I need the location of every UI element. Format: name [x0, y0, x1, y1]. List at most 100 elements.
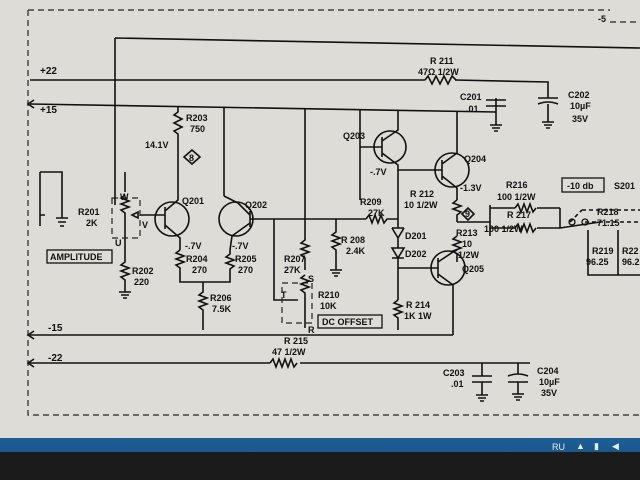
r217-resistor [514, 221, 537, 235]
r207-label: R207 [284, 254, 306, 264]
r212-value: 10 1/2W [404, 200, 438, 210]
r201-value: 2K [86, 218, 98, 228]
c204-voltage: 35V [541, 388, 557, 398]
r205-label: R205 [235, 254, 257, 264]
r217-label: R 217 [507, 210, 531, 220]
c203-value: .01 [451, 379, 464, 389]
r203-resistor [172, 107, 184, 196]
r208-label: R 208 [341, 235, 365, 245]
corner-label: -5 [598, 14, 606, 24]
r211-label: R 211 [430, 56, 454, 66]
r202-resistor [118, 240, 132, 299]
s201-label: S201 [614, 181, 635, 191]
r213-wattage: 1/2W [458, 250, 480, 260]
r217-value: 100 1/2W [484, 224, 523, 234]
r204-label: R204 [186, 254, 208, 264]
r220-value: 96.2 [622, 257, 640, 267]
monitor-bezel [0, 452, 640, 480]
volume-icon[interactable]: ◀ [612, 441, 619, 451]
r204-value: 270 [192, 265, 207, 275]
c202-voltage: 35V [572, 114, 588, 124]
r207-value: 27K [284, 265, 301, 275]
attenuator-label: -10 db [567, 181, 594, 191]
r211-resistor [424, 74, 457, 86]
c201-capacitor [486, 98, 506, 132]
dc-offset-box [317, 314, 383, 329]
rail-p22-label: +22 [40, 66, 57, 77]
r212-label: R 212 [410, 189, 434, 199]
monitor-screen: -5 +22 R 211 47Ω 1/2W +15 C201 .01 C202 … [0, 0, 640, 438]
c204-capacitor [507, 363, 529, 401]
r209-resistor [365, 212, 398, 226]
r216-label: R216 [506, 180, 528, 190]
q202-label: Q202 [245, 200, 267, 210]
dc-offset-label: DC OFFSET [322, 317, 374, 327]
c203-capacitor [472, 363, 492, 402]
tray-up-icon[interactable]: ▲ [576, 441, 585, 451]
r203-value: 750 [190, 124, 205, 134]
r210-value: 10K [320, 301, 337, 311]
voltage-13: -1.3V [460, 183, 482, 193]
test-point-9 [460, 206, 476, 222]
amplitude-label: AMPLITUDE [50, 252, 103, 262]
rail-m15-label: -15 [48, 323, 63, 334]
q205-label: Q205 [462, 264, 484, 274]
rail-p15-label: +15 [40, 105, 57, 116]
r204-r205-resistors [173, 249, 237, 283]
pin-w-label: W [120, 192, 129, 202]
test-point-8 [182, 148, 202, 166]
q201-label: Q201 [182, 196, 204, 206]
r210-potentiometer [290, 274, 312, 328]
r210-label: R210 [318, 290, 340, 300]
c203-label: C203 [443, 368, 465, 378]
r214-resistor [391, 299, 405, 330]
r212-resistor [450, 199, 464, 222]
language-indicator[interactable]: RU [552, 442, 565, 452]
r218-value: 71.15 [597, 218, 620, 228]
q204-label: Q204 [464, 154, 486, 164]
d201-label: D201 [405, 231, 427, 241]
voltage-q203: -.7V [370, 167, 387, 177]
q201-transistor [154, 201, 190, 237]
r213-value: 10 [462, 239, 472, 249]
c202-value: 10µF [570, 101, 591, 111]
r203-label: R203 [186, 113, 208, 123]
c204-label: C204 [537, 366, 559, 376]
r211-value: 47Ω 1/2W [418, 67, 459, 77]
voltage-141: 14.1V [145, 140, 169, 150]
q203-label: Q203 [343, 131, 365, 141]
amplitude-box [46, 249, 113, 264]
voltage-q201: -.7V [185, 241, 202, 251]
r205-value: 270 [238, 265, 253, 275]
r206-resistor [196, 282, 210, 330]
r218-label: R218 [597, 207, 619, 217]
rail-m22-label: -22 [48, 353, 63, 364]
r202-value: 220 [134, 277, 149, 287]
test-point-8-label: 8 [189, 153, 194, 163]
r202-label: R202 [132, 266, 154, 276]
c202-capacitor [537, 95, 559, 129]
c204-value: 10µF [539, 377, 560, 387]
pin-u-label: U [115, 238, 122, 248]
c201-value: .01 [466, 104, 479, 114]
network-icon[interactable]: ▮ [594, 441, 599, 451]
r220-label: R22 [622, 246, 639, 256]
test-point-9-label: 9 [465, 209, 470, 219]
r216-value: 100 1/2W [497, 192, 536, 202]
d202-label: D202 [405, 249, 427, 259]
pin-s-label: S [308, 274, 314, 284]
r207-resistor [273, 215, 312, 301]
c201-label: C201 [460, 92, 482, 102]
r215-resistor [269, 356, 298, 370]
schematic-diagram: -5 +22 R 211 47Ω 1/2W +15 C201 .01 C202 … [26, 9, 640, 416]
module-boundary [27, 9, 640, 416]
r213-label: R213 [456, 228, 478, 238]
r201-box [111, 197, 141, 239]
r201-label: R201 [78, 207, 100, 217]
r206-value: 7.5K [212, 304, 232, 314]
r210-box [281, 282, 313, 324]
r216-resistor [514, 201, 537, 215]
r206-label: R206 [210, 293, 232, 303]
pin-t-label: T [281, 290, 287, 300]
r208-resistor [329, 219, 343, 277]
